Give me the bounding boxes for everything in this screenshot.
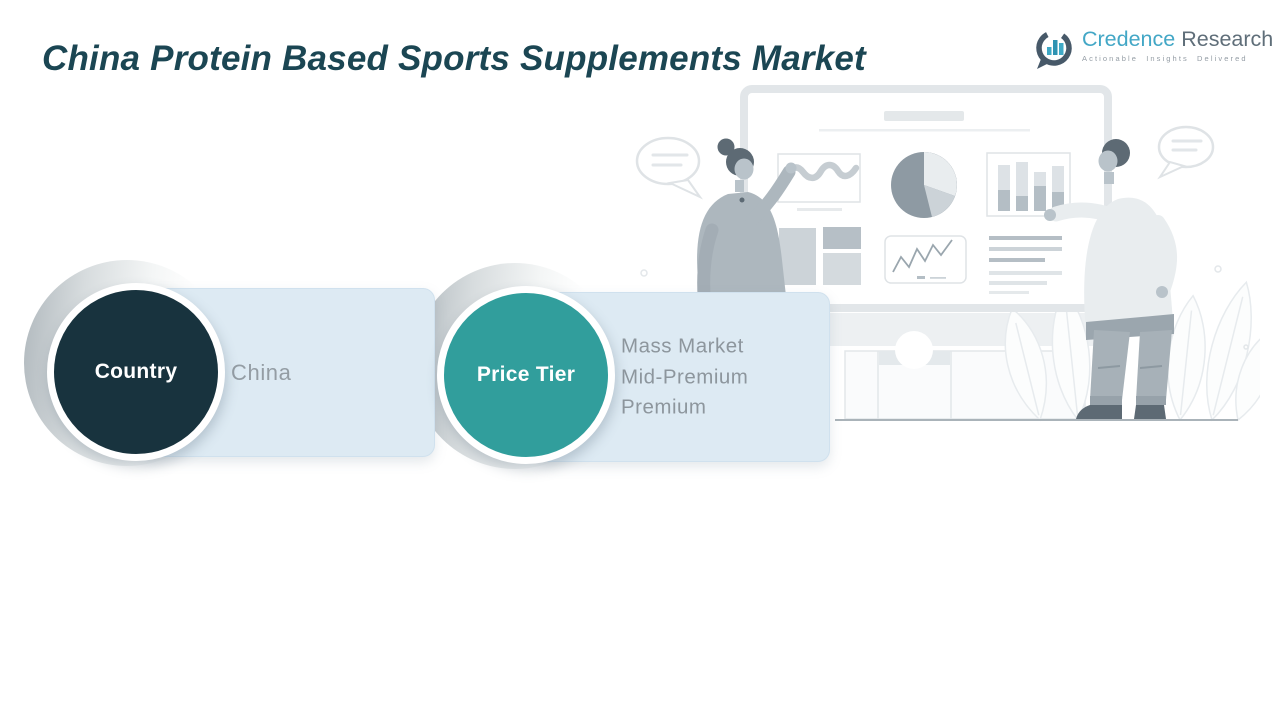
- country-value: China: [231, 359, 292, 385]
- plant-leaves-icon: [1004, 280, 1260, 422]
- presenter-man: [1044, 139, 1178, 419]
- price-tier-label: Price Tier: [476, 363, 576, 386]
- price-tier-value: Mid-Premium: [621, 364, 749, 388]
- country-label-circle: Country: [47, 283, 225, 461]
- speech-bubble-right-icon: [1157, 125, 1215, 180]
- pie-chart-icon: [891, 152, 957, 218]
- sparkle-dots: [640, 265, 1249, 350]
- trend-chart-icon: [884, 235, 967, 284]
- bar-chart-icon: [986, 152, 1071, 217]
- credence-research-logo: Credence Research Actionable Insights De…: [1034, 27, 1273, 71]
- logo-text: Credence Research Actionable Insights De…: [1082, 27, 1273, 63]
- page-title: China Protein Based Sports Supplements M…: [42, 39, 866, 79]
- price-tier-value: Mass Market: [621, 334, 744, 358]
- desk: [828, 313, 1113, 420]
- price-tier-value: Premium: [621, 395, 707, 419]
- content-blocks: [779, 227, 861, 285]
- brand-name-secondary: Research: [1181, 27, 1274, 51]
- country-label: Country: [94, 360, 178, 383]
- price-tier-label-circle: Price Tier: [437, 286, 615, 464]
- brand-name-primary: Credence: [1082, 27, 1176, 51]
- logo-bar-chart-icon: [1036, 30, 1072, 69]
- text-lines: [989, 236, 1062, 294]
- logo-tagline: Actionable Insights Delivered: [1082, 54, 1248, 63]
- speech-bubble-left-icon: [635, 136, 703, 200]
- price-tier-values: Mass Market Mid-Premium Premium: [621, 331, 748, 423]
